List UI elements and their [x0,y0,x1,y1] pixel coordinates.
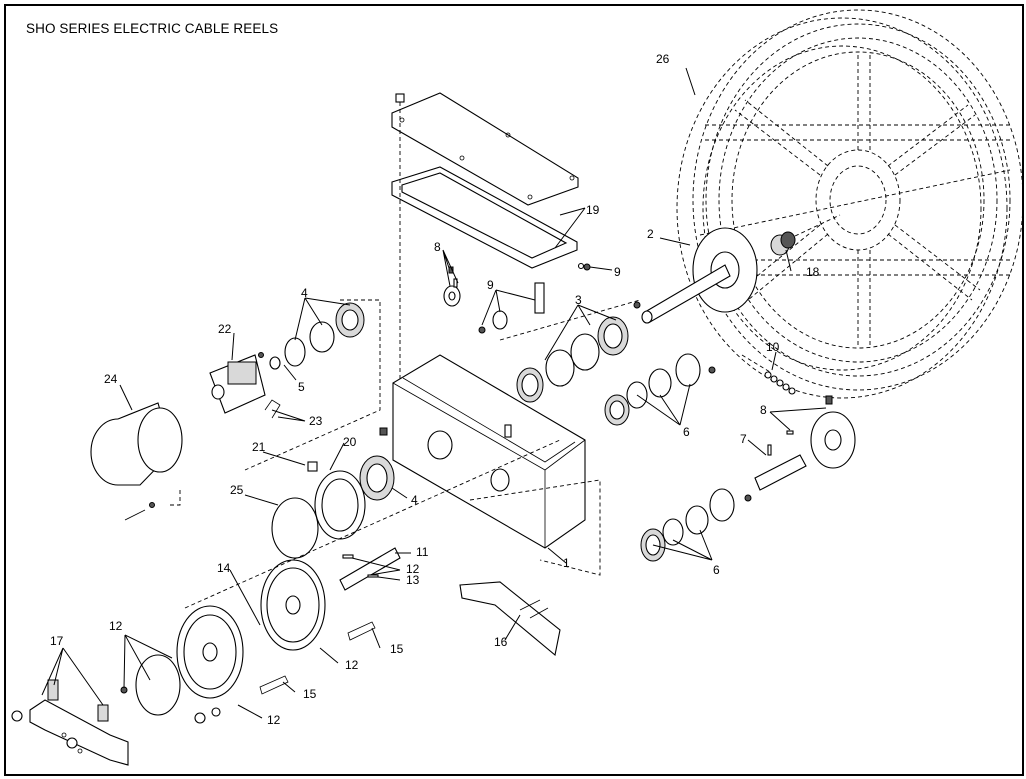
callout-8-upper: 8 [434,240,441,254]
drive-chain [741,354,796,395]
callout-13: 13 [406,573,420,587]
callout-12-a: 12 [406,562,420,576]
gearbox-housing [379,354,601,576]
callout-15-b: 15 [303,687,317,701]
electric-motor [90,402,183,521]
callout-labels: 26 2 3 4 4 5 6 6 7 8 8 9 9 10 11 12 12 1… [50,52,820,727]
callout-19: 19 [586,203,600,217]
callout-20: 20 [343,435,357,449]
callout-9-left: 9 [487,278,494,292]
callout-14: 14 [217,561,231,575]
callout-7: 7 [740,432,747,446]
callout-16: 16 [494,635,508,649]
callout-8-lower: 8 [760,403,767,417]
limit-switch-assembly [209,352,281,419]
leader-lines [41,67,827,719]
brake-disc-assembly [120,439,561,724]
bearing-set-6-upper [604,353,716,426]
cover-plate-and-gasket [391,92,579,440]
callout-24: 24 [104,372,118,386]
hub-fitting [770,214,841,256]
callout-12-d: 12 [109,619,123,633]
small-sprocket-parts [443,262,591,334]
cable-reel-drum [676,9,1024,399]
motor-shaft-parts [339,547,401,591]
callout-18: 18 [806,265,820,279]
callout-23: 23 [309,414,323,428]
callout-6-upper: 6 [683,425,690,439]
bearing-set-3 [499,299,641,403]
callout-15-a: 15 [390,642,404,656]
callout-5: 5 [298,380,305,394]
callout-4-upper: 4 [301,286,308,300]
callout-21: 21 [252,440,266,454]
callout-4-lower: 4 [411,493,418,507]
callout-25: 25 [230,483,244,497]
callout-11: 11 [416,545,429,559]
diagram-title: SHO SERIES ELECTRIC CABLE REELS [26,21,279,36]
bearing-set-6-lower [640,488,752,562]
callout-22: 22 [218,322,232,336]
callout-2: 2 [647,227,654,241]
callout-6-lower: 6 [713,563,720,577]
callout-10: 10 [766,340,780,354]
callout-26: 26 [656,52,670,66]
drive-shaft-flange [641,227,758,324]
callout-1: 1 [563,556,570,570]
shaft-and-sprocket [754,395,856,491]
callout-12-c: 12 [267,713,281,727]
brake-housing-parts [271,455,395,559]
mounting-bracket [11,679,129,766]
callout-12-b: 12 [345,658,359,672]
release-lever [459,581,561,657]
callout-9-right: 9 [614,265,621,279]
callout-3: 3 [575,293,582,307]
seal-set-4-upper [244,299,381,471]
callout-17: 17 [50,634,64,648]
